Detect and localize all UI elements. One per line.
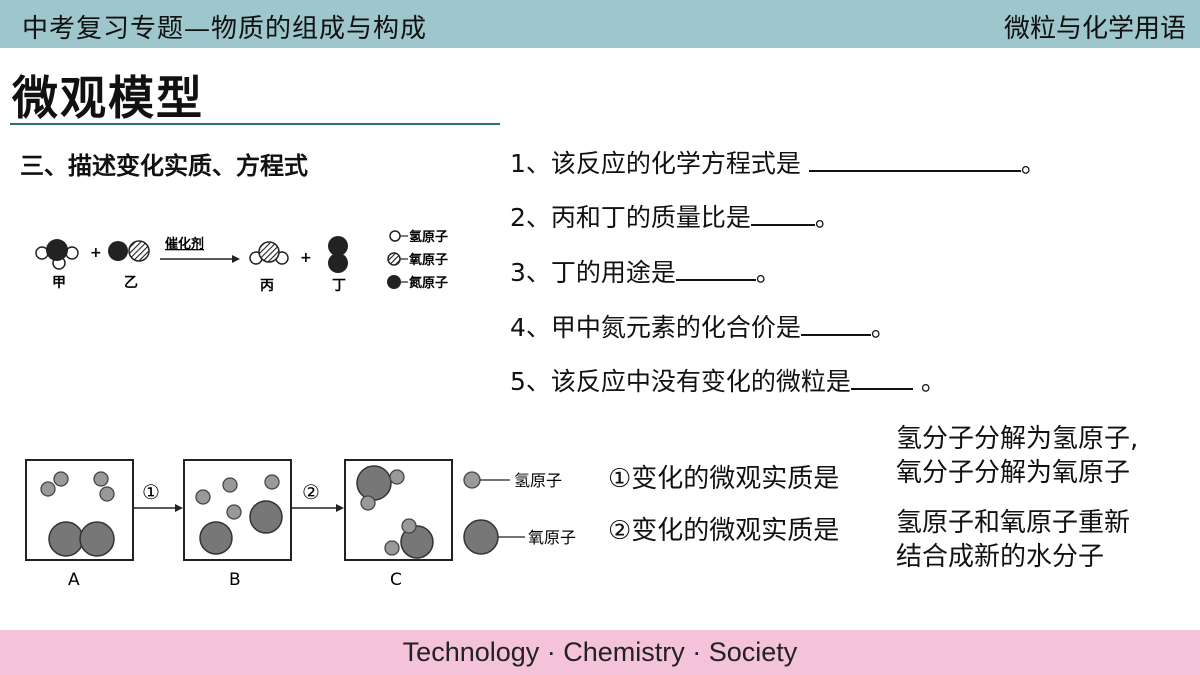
question-5-text: 5、该反应中没有变化的微粒是	[510, 367, 851, 396]
label-yi: 乙	[124, 275, 138, 291]
question-4-end: 。	[870, 313, 896, 342]
header-left-title: 中考复习专题—物质的组成与构成	[22, 14, 428, 44]
box-a	[25, 459, 134, 561]
oxygen-atom-icon	[249, 500, 283, 534]
question-3-text: 3、丁的用途是	[510, 258, 676, 287]
hydrogen-atom-icon	[226, 504, 242, 520]
hydrogen-atom-icon	[384, 540, 400, 556]
molecule-jia-icon	[35, 239, 79, 270]
question-2: 2、丙和丁的质量比是 。	[510, 198, 840, 234]
reaction-legend: 氢原子 氧原子 氮原子	[387, 229, 448, 291]
legend-hydrogen: 氢原子	[409, 229, 448, 245]
title-underline	[10, 123, 500, 125]
label-ding: 丁	[332, 278, 346, 294]
question-5: 5、该反应中没有变化的微粒是 。	[510, 362, 946, 398]
footer-bar: Technology · Chemistry · Society	[0, 630, 1200, 675]
box-c	[344, 459, 453, 561]
box-b	[183, 459, 292, 561]
oxygen-atom-icon	[48, 521, 84, 557]
essence-2-answer-line-2: 结合成新的水分子	[896, 542, 1105, 572]
hydrogen-atom-icon	[264, 474, 280, 490]
oxygen-atom-icon	[400, 525, 434, 559]
molecule-yi-icon	[108, 240, 150, 262]
plus-sign-2: +	[300, 250, 312, 266]
question-2-end: 。	[814, 203, 840, 232]
box-label-b: B	[229, 570, 241, 590]
essence-1-label: ①变化的微观实质是	[608, 464, 840, 494]
essence-2-answer: 氢原子和氧原子重新 结合成新的水分子	[896, 506, 1130, 574]
question-5-end: 。	[912, 367, 946, 396]
question-4: 4、甲中氮元素的化合价是 。	[510, 308, 896, 344]
answer-blank-3[interactable]	[675, 259, 756, 281]
answer-blank-5[interactable]	[850, 368, 913, 390]
hydrogen-atom-icon	[99, 486, 115, 502]
hydrogen-atom-icon	[93, 471, 109, 487]
label-bing: 丙	[260, 278, 274, 294]
process-diagram: A ① B ② C 氢原子 氧原子	[25, 459, 576, 590]
oxygen-atom-icon	[79, 521, 115, 557]
reaction-arrow-icon	[160, 255, 240, 263]
question-1: 1、该反应的化学方程式是 。	[510, 144, 1046, 180]
hydrogen-atom-icon	[195, 489, 211, 505]
legend-oxygen: 氧原子	[408, 252, 448, 268]
answer-blank-4[interactable]	[800, 314, 871, 336]
hydrogen-atom-icon	[360, 495, 376, 511]
hydrogen-atom-icon	[53, 471, 69, 487]
header-right-title: 微粒与化学用语	[1003, 14, 1186, 44]
essence-1-answer: 氢分子分解为氢原子, 氧分子分解为氧原子	[896, 422, 1138, 490]
question-2-text: 2、丙和丁的质量比是	[510, 203, 751, 232]
step-2-label: ②	[302, 480, 320, 504]
legend-hydrogen-atom: 氢原子	[514, 471, 562, 490]
box-label-c: C	[390, 570, 402, 590]
oxygen-atom-icon	[463, 519, 499, 555]
question-3: 3、丁的用途是 。	[510, 253, 781, 289]
question-3-end: 。	[755, 258, 781, 287]
process-legend: 氢原子 氧原子	[463, 471, 576, 555]
essence-1-answer-line-2: 氧分子分解为氧原子	[896, 458, 1131, 488]
hydrogen-atom-icon	[401, 518, 417, 534]
oxygen-atom-icon	[199, 521, 233, 555]
legend-nitrogen: 氮原子	[409, 275, 448, 291]
answer-blank-1[interactable]	[808, 150, 1021, 172]
section-heading: 三、描述变化实质、方程式	[20, 152, 308, 180]
step-2-arrow-icon	[291, 504, 344, 512]
hydrogen-atom-icon	[463, 471, 481, 489]
question-4-text: 4、甲中氮元素的化合价是	[510, 313, 801, 342]
label-jia: 甲	[52, 275, 66, 291]
step-1-label: ①	[142, 480, 160, 504]
hydrogen-atom-icon	[389, 469, 405, 485]
catalyst-label: 催化剂	[165, 236, 204, 252]
hydrogen-atom-icon	[389, 230, 401, 242]
plus-sign-1: +	[90, 245, 102, 261]
essence-1-answer-line-1: 氢分子分解为氢原子,	[896, 424, 1139, 454]
page-title: 微观模型	[12, 71, 204, 125]
question-1-end: 。	[1020, 149, 1046, 178]
nitrogen-atom-icon	[387, 275, 401, 289]
header-bar: 中考复习专题—物质的组成与构成 微粒与化学用语	[0, 0, 1200, 48]
molecule-ding-icon	[328, 236, 348, 273]
answer-blank-2[interactable]	[750, 204, 815, 226]
footer-text: Technology · Chemistry · Society	[402, 637, 798, 667]
oxygen-atom-icon	[387, 252, 401, 266]
oxygen-atom-icon	[356, 465, 392, 501]
legend-oxygen-atom: 氧原子	[528, 528, 576, 547]
essence-2-label: ②变化的微观实质是	[608, 516, 840, 546]
step-1-arrow-icon	[133, 504, 183, 512]
question-1-text: 1、该反应的化学方程式是	[510, 149, 801, 178]
hydrogen-atom-icon	[40, 481, 56, 497]
essence-2-answer-line-1: 氢原子和氧原子重新	[896, 508, 1131, 538]
hydrogen-atom-icon	[222, 477, 238, 493]
box-label-a: A	[68, 570, 80, 590]
reaction-diagram: 甲 + 乙 催化剂 丙 + 丁 氢原子 氧原子 氮原子	[35, 229, 448, 294]
molecule-bing-icon	[249, 241, 289, 265]
